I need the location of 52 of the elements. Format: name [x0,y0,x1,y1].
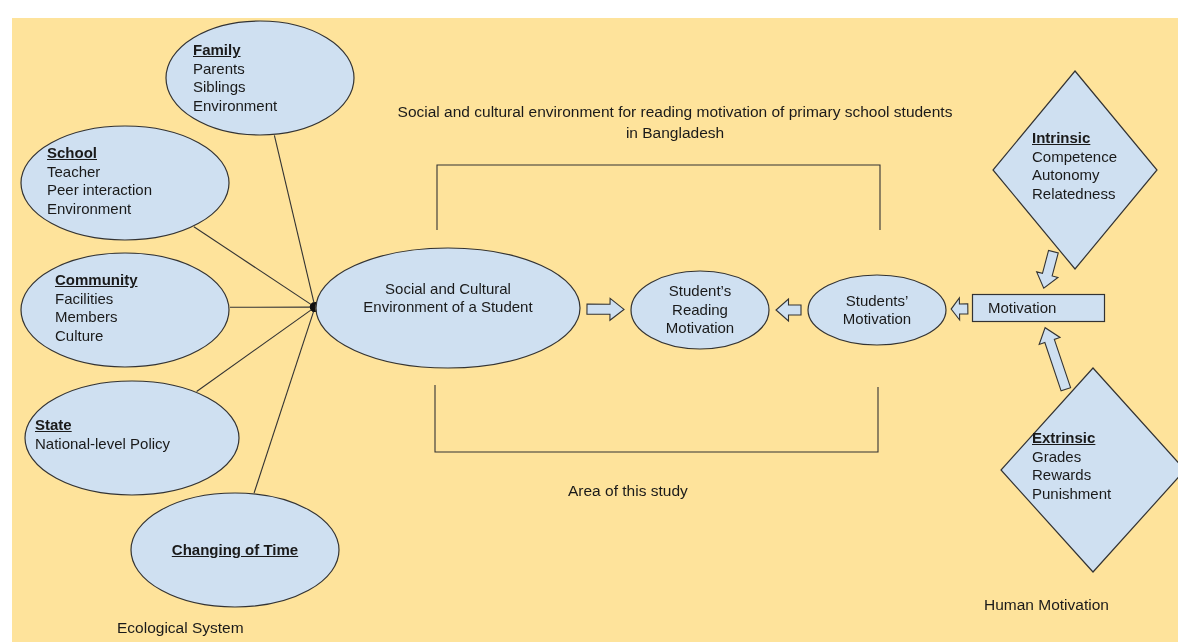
node-text: Culture [55,326,104,345]
node-heading: Intrinsic [1032,129,1091,148]
label-text: Human Motivation [984,596,1109,614]
node-text: Social and Cultural Environment of a Student [362,279,534,317]
block-arrow [1038,326,1072,392]
ellipse-node [807,274,947,346]
node-text: Siblings [193,78,246,97]
label-text: Ecological System [117,619,244,637]
node-heading: School [47,144,97,163]
ellipse-node [130,492,340,608]
arrow [273,134,317,308]
node-text: Relatedness [1032,184,1116,203]
arrow [229,304,316,310]
node-text: Punishment [1032,484,1112,503]
arrow [253,306,317,494]
block-arrow [950,296,969,322]
node-heading: Community [55,271,138,290]
arrow [193,226,316,308]
block-arrow [586,297,625,322]
node-text: Grades [1032,447,1082,466]
node-text: Motivation [988,299,1057,318]
node-text: Students’ Motivation [841,291,913,329]
label-text: Area of this study [568,482,688,500]
ellipse-node [24,380,240,496]
node-text: Rewards [1032,466,1092,485]
node-heading: Family [193,41,241,60]
node-text: Teacher [47,162,101,181]
ellipse-node [315,247,581,369]
ellipse-node [630,270,770,350]
node-heading: Extrinsic [1032,429,1096,448]
node-text: Competence [1032,147,1118,166]
node-text: Environment [193,96,278,115]
block-arrow [1035,249,1060,290]
process-box [972,294,1105,322]
node-text: National-level Policy [35,434,171,453]
block-arrow [775,297,802,323]
node-text: Environment [47,199,132,218]
node-text: Members [55,308,118,327]
diamond-node [1000,367,1178,573]
node-text: Student’s Reading Motivation [664,282,736,338]
node-text: Peer interaction [47,181,153,200]
title: Social and cultural environment for reading motivation of primary school students in Bangladesh [396,102,954,143]
node-text: Parents [193,59,245,78]
node-text: Autonomy [1032,166,1100,185]
node-heading: Changing of Time [171,540,299,560]
node-text: Facilities [55,289,114,308]
ellipse-node [20,125,230,241]
arrow [196,306,316,393]
node-heading: State [35,416,72,435]
diamond-node [992,70,1158,270]
ellipse-node [165,20,355,136]
ellipse-node [20,252,230,368]
